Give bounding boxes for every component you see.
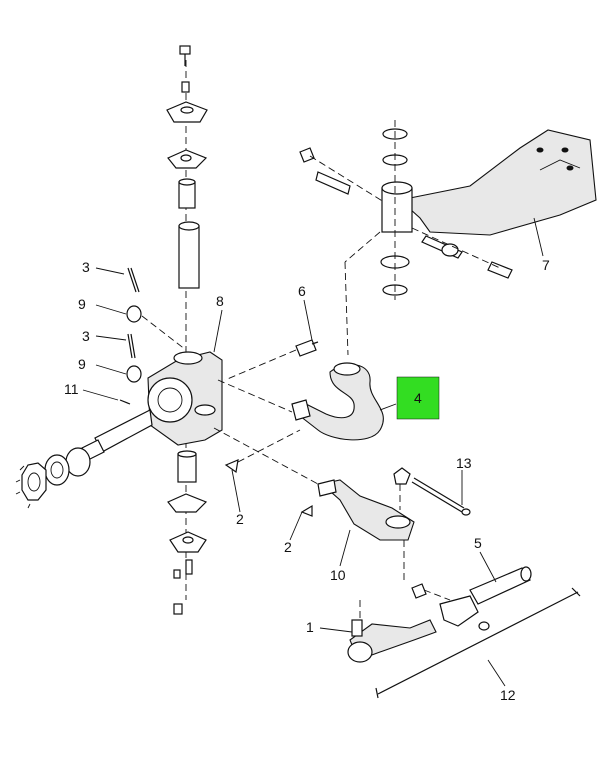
leader-lines [82, 217, 544, 687]
callout-10: 10 [330, 567, 346, 583]
callout-7: 7 [542, 257, 550, 273]
callout-labels: 3 9 3 9 11 8 6 7 2 2 10 13 5 1 12 [64, 257, 550, 703]
callout-2-lower: 2 [284, 539, 292, 555]
steering-arm [217, 362, 384, 441]
highlight-box[interactable] [396, 376, 440, 420]
callout-6: 6 [298, 283, 306, 299]
steering-knuckle [15, 351, 223, 509]
callout-3-lower: 3 [82, 328, 90, 344]
callout-5: 5 [474, 535, 482, 551]
highlight-label: 4 [414, 390, 422, 406]
tie-rod-arm [213, 427, 415, 580]
callout-9-lower: 9 [78, 356, 86, 372]
tie-rod-assembly [347, 566, 581, 699]
upper-kingpin-stack [166, 45, 208, 420]
stud-bolt [224, 339, 319, 381]
cotter-pins-and-nuts [119, 267, 187, 405]
callout-9-upper: 9 [78, 296, 86, 312]
callout-12: 12 [500, 687, 516, 703]
callout-11: 11 [64, 381, 79, 397]
callout-1: 1 [306, 619, 314, 635]
axle-bracket [299, 120, 597, 356]
callout-8: 8 [216, 293, 224, 309]
callout-3-upper: 3 [82, 259, 90, 275]
arm-cotter-pins [224, 429, 313, 517]
callout-2-upper: 2 [236, 511, 244, 527]
highlight-callout-4[interactable]: 4 [396, 376, 440, 420]
callout-13: 13 [456, 455, 472, 471]
lower-kingpin-stack [167, 430, 208, 615]
long-bolt [411, 477, 471, 516]
